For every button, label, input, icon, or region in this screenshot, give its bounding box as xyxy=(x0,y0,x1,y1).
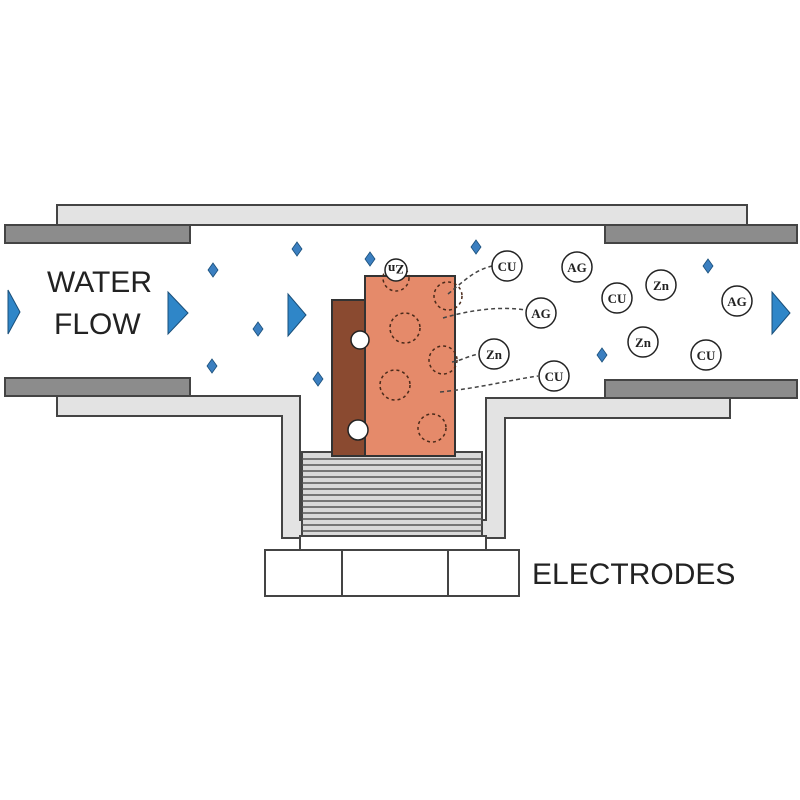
flow-arrow-icon xyxy=(771,290,791,336)
ion-dot-icon xyxy=(312,371,324,387)
ion-zn-2: Zn xyxy=(627,326,659,358)
pipe-top-outer-wall xyxy=(56,204,748,226)
pipe-bottom-right-wall xyxy=(604,379,798,399)
pipe-bottom-left-wall xyxy=(4,377,191,397)
electrode-plates: Zn xyxy=(331,258,463,457)
ion-dot-icon xyxy=(702,258,714,274)
ion-zn-3: Zn xyxy=(478,338,510,370)
svg-text:CU: CU xyxy=(498,259,517,274)
ion-dot-icon xyxy=(364,251,376,267)
ion-zn-1: Zn xyxy=(645,269,677,301)
ion-on-plate-zn: Zn xyxy=(384,258,408,282)
ion-dot-icon xyxy=(207,262,219,278)
svg-text:AG: AG xyxy=(567,260,587,275)
ion-bubble-back-2 xyxy=(347,419,369,441)
pipe-top-left-wall xyxy=(4,224,191,244)
water-flow-label-line1: WATER xyxy=(47,266,152,299)
ion-dot-icon xyxy=(206,358,218,374)
ion-dot-icon xyxy=(291,241,303,257)
ion-cu-3: CU xyxy=(690,339,722,371)
electrode-plate-front xyxy=(364,275,456,457)
threaded-fitting xyxy=(264,451,520,597)
svg-text:Zn: Zn xyxy=(387,262,404,277)
ion-dot-icon xyxy=(470,239,482,255)
thread-lines xyxy=(302,458,482,532)
fitting-collar xyxy=(299,535,487,551)
ion-ag-2: AG xyxy=(525,297,557,329)
ion-dot-icon xyxy=(252,321,264,337)
ion-cu-2: CU xyxy=(601,282,633,314)
ion-bubbles: CU AG Zn CU AG AG Zn Zn xyxy=(478,250,753,392)
svg-text:CU: CU xyxy=(608,291,627,306)
water-flow-label-line2: FLOW xyxy=(54,308,141,341)
flow-arrow-icon xyxy=(287,292,307,338)
svg-text:Zn: Zn xyxy=(486,347,503,362)
svg-text:AG: AG xyxy=(727,294,747,309)
flow-arrow-icon xyxy=(7,289,21,335)
electrodes-label: ELECTRODES xyxy=(532,558,735,591)
ion-dot-icon xyxy=(596,347,608,363)
svg-text:Zn: Zn xyxy=(635,335,652,350)
svg-text:CU: CU xyxy=(697,348,716,363)
ion-bubble-back-1 xyxy=(350,330,370,350)
ion-ag-3: AG xyxy=(721,285,753,317)
flow-arrow-icon xyxy=(167,290,189,336)
ion-cu-1: CU xyxy=(491,250,523,282)
svg-text:Zn: Zn xyxy=(653,278,670,293)
hex-nut xyxy=(264,549,520,597)
pipe xyxy=(4,204,798,539)
ion-release-paths xyxy=(439,265,539,393)
ion-dots xyxy=(206,239,714,387)
flow-arrows xyxy=(7,289,791,338)
svg-text:CU: CU xyxy=(545,369,564,384)
electrode-housing xyxy=(56,395,731,539)
ion-cu-4: CU xyxy=(538,360,570,392)
ion-ag-1: AG xyxy=(561,251,593,283)
pipe-top-right-wall xyxy=(604,224,798,244)
svg-text:AG: AG xyxy=(531,306,551,321)
